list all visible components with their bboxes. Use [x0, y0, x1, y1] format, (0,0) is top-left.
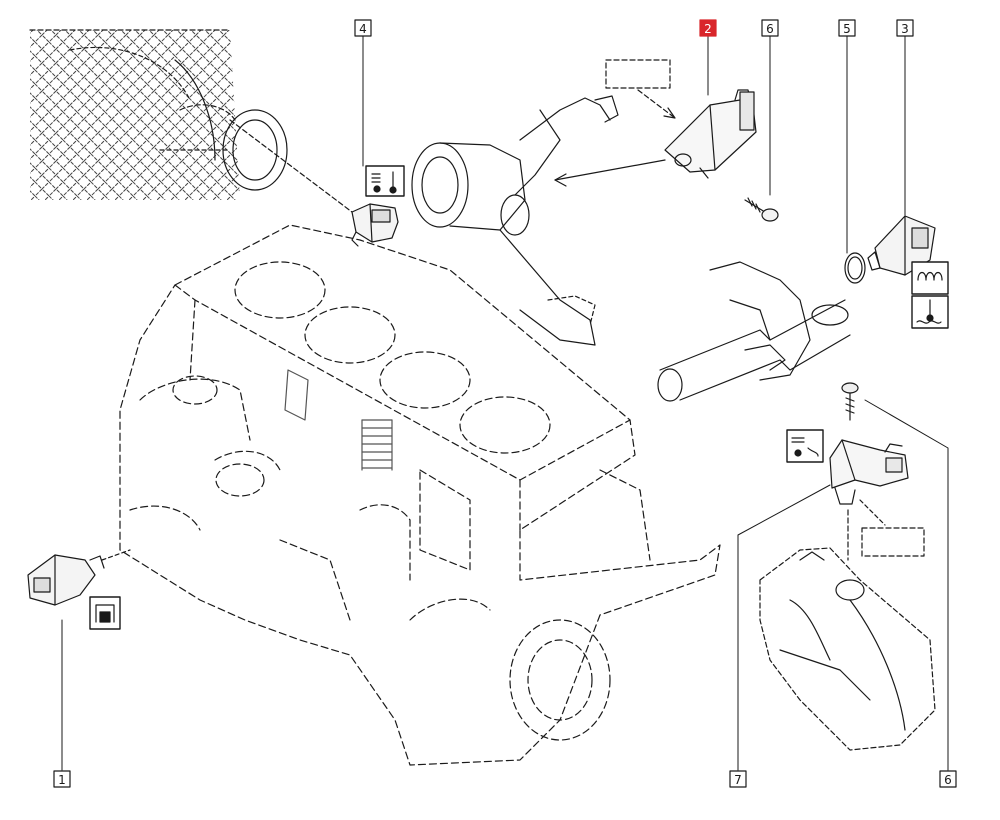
- sensor-3: [867, 215, 936, 276]
- sensor-7: [829, 439, 909, 505]
- callout-6-bottom: 6: [939, 770, 957, 788]
- engine-block: [119, 224, 721, 766]
- leader-line-4-to-manifold: [229, 119, 353, 213]
- arrow-head-2: [554, 173, 567, 187]
- intake-manifold-lower: [759, 547, 936, 751]
- temperature-sensor-icon: [911, 295, 949, 329]
- o-ring-5: [844, 252, 866, 284]
- screw-6-top: [744, 197, 779, 222]
- leader-arrow-2: [554, 159, 666, 181]
- svg-text:5: 5: [843, 22, 851, 36]
- leader-7-to-box: [859, 499, 886, 526]
- sensor-4: [351, 203, 399, 247]
- svg-text:4: 4: [359, 22, 367, 36]
- callout-7: 7: [729, 770, 747, 788]
- bolt-6-right: [841, 382, 859, 421]
- oil-pressure-icon: [786, 429, 824, 463]
- thermostat-housing: [411, 95, 619, 346]
- coolant-temperature-icon: [365, 165, 405, 197]
- leader-1-to-block: [101, 549, 131, 561]
- svg-text:2: 2: [704, 22, 712, 36]
- sensor-2: [664, 89, 757, 179]
- callout-6-top: 6: [761, 19, 779, 37]
- empty-dashed-box-top: [605, 59, 671, 89]
- empty-dashed-box-bottom: [861, 527, 925, 557]
- sensor-1: [27, 554, 105, 606]
- callout-5: 5: [838, 19, 856, 37]
- callout-4: 4: [354, 19, 372, 37]
- callout-3: 3: [896, 19, 914, 37]
- knock-sensor-icon: [89, 596, 121, 630]
- svg-text:6: 6: [944, 773, 952, 787]
- callout-2: 2: [699, 19, 717, 37]
- coolant-pipe: [657, 261, 851, 402]
- svg-text:3: 3: [901, 22, 909, 36]
- engine-detail-hatch: [284, 369, 393, 471]
- arrow-head-box: [663, 107, 676, 119]
- engine-oil-temperature-icon: [911, 261, 949, 295]
- callout-leaders: [61, 35, 949, 771]
- callout-1: 1: [53, 770, 71, 788]
- leader-box-to-2: [637, 89, 676, 119]
- svg-text:6: 6: [766, 22, 774, 36]
- intake-manifold-detail: [29, 29, 288, 200]
- svg-text:1: 1: [58, 773, 66, 787]
- svg-text:7: 7: [734, 773, 742, 787]
